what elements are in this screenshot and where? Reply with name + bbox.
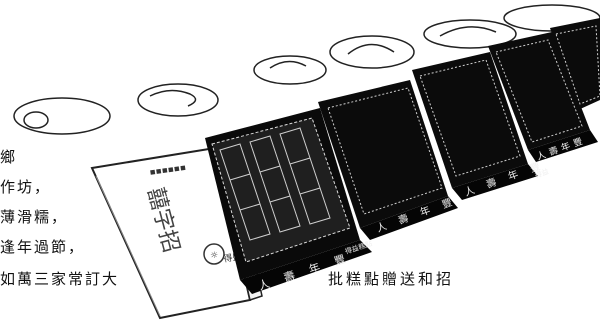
article-line-4: 逢年過節， (0, 238, 86, 256)
article-line-3: 薄滑糯， (0, 208, 69, 226)
dark-cake-boxes: 人 壽 年 豐 得益糕點 人 壽 年 豐 人 壽 年 豐 得益 人壽年豐 (205, 18, 600, 294)
svg-text:☼: ☼ (210, 251, 218, 261)
plates-group (13, 4, 600, 135)
photo-caption: 批糕點贈送和招 (328, 270, 455, 288)
article-line-1: 鄉 (0, 148, 18, 166)
article-line-5: 如萬三家常訂大 (0, 270, 120, 288)
article-line-2: 作坊， (0, 178, 52, 196)
